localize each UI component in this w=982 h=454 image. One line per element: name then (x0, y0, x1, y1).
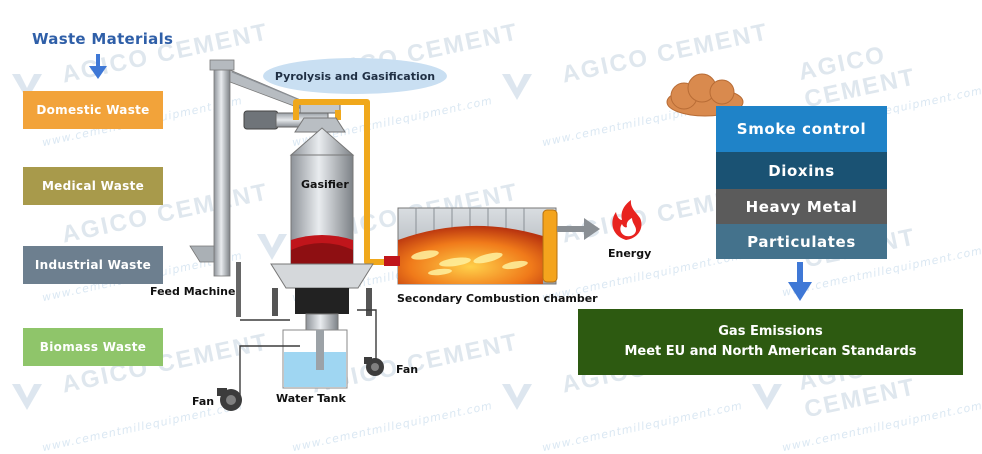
waste-materials-title: Waste Materials (32, 30, 174, 48)
pyrolysis-label: Pyrolysis and Gasification (263, 58, 447, 94)
feed-machine-label: Feed Machine (150, 285, 236, 298)
down-arrow-icon (788, 262, 812, 301)
watermark-logo-icon (502, 384, 532, 410)
gas-pipe (293, 99, 390, 265)
emission-line-2: Meet EU and North American Standards (624, 344, 917, 359)
particulates-box: Particulates (716, 224, 887, 259)
waste-box-medical: Medical Waste (23, 167, 163, 205)
energy-arrow (557, 218, 600, 240)
smoke-item-label: Heavy Metal (745, 197, 858, 216)
secondary-chamber-label: Secondary Combustion chamber (397, 292, 598, 305)
fan-right-label: Fan (396, 363, 419, 376)
gasifier (270, 117, 374, 343)
fan-left (217, 388, 242, 411)
energy-label: Energy (608, 247, 652, 260)
watermark-logo-icon (752, 384, 782, 410)
waste-box-domestic: Domestic Waste (23, 91, 163, 129)
gasifier-label: Gasifier (301, 178, 349, 191)
emission-line-1: Gas Emissions (718, 324, 823, 339)
water-tank-label: Water Tank (276, 392, 346, 405)
air-ducts (239, 309, 377, 395)
fan-left-label: Fan (192, 395, 215, 408)
feed-machine (189, 59, 311, 317)
waste-label: Domestic Waste (36, 103, 150, 117)
fan-right (364, 357, 384, 376)
watermark-logo-icon (257, 234, 287, 260)
watermark-logo-icon (12, 74, 42, 100)
waste-label: Industrial Waste (34, 258, 152, 272)
secondary-combustion-chamber (384, 207, 558, 285)
waste-label: Medical Waste (41, 179, 145, 193)
heavy-metal-box: Heavy Metal (716, 189, 887, 224)
dioxins-box: Dioxins (716, 152, 887, 189)
watermark-logo-icon (12, 384, 42, 410)
smoke-item-label: Smoke control (736, 120, 867, 138)
waste-label: Biomass Waste (39, 340, 147, 354)
flame-icon (612, 200, 642, 240)
waste-box-industrial: Industrial Waste (23, 246, 163, 284)
smoke-control-box: Smoke control (716, 106, 887, 152)
watermark-logo-icon (502, 74, 532, 100)
smoke-cloud (666, 73, 744, 117)
smoke-item-label: Particulates (747, 232, 856, 251)
down-arrow-icon (89, 54, 107, 79)
smoke-item-label: Dioxins (768, 161, 835, 180)
gas-emissions-box: Gas Emissions Meet EU and North American… (578, 309, 963, 375)
water-tank (282, 329, 348, 389)
waste-box-biomass: Biomass Waste (23, 328, 163, 366)
